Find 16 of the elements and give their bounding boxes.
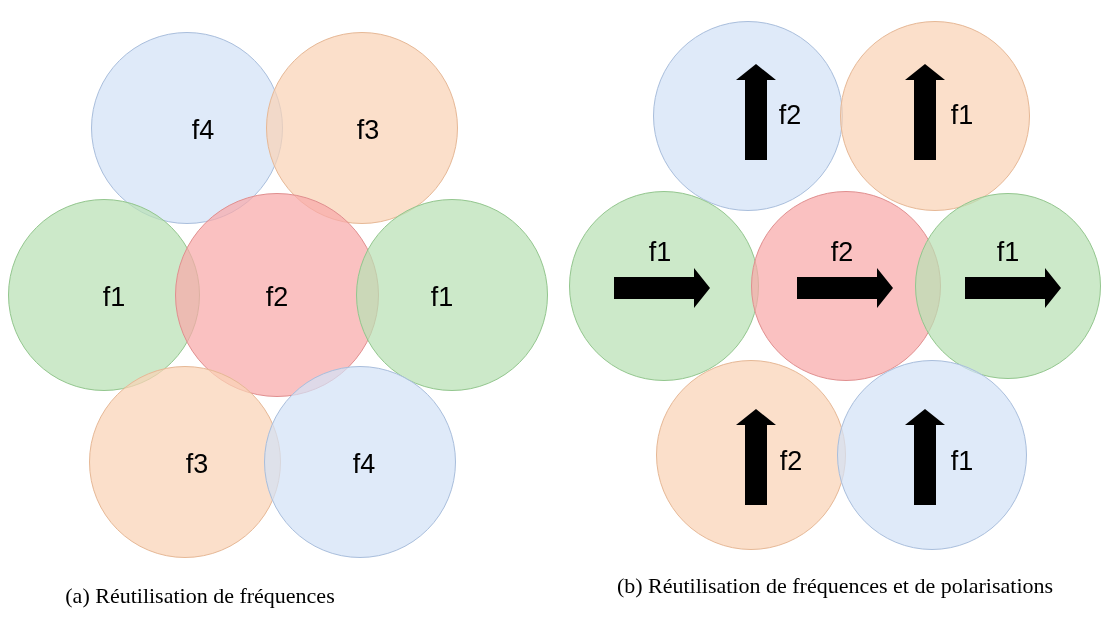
- subfigure-caption: (a) Réutilisation de fréquences: [64, 583, 336, 609]
- frequency-label: f3: [185, 448, 209, 480]
- frequency-label: f4: [191, 114, 215, 146]
- subfigure-caption: (b) Réutilisation de fréquences et de polarisations: [615, 573, 1055, 599]
- frequency-label: f1: [950, 99, 974, 131]
- frequency-label: f2: [830, 236, 854, 268]
- frequency-label: f1: [102, 281, 126, 313]
- frequency-label: f3: [356, 114, 380, 146]
- frequency-label: f1: [996, 236, 1020, 268]
- frequency-label: f1: [950, 445, 974, 477]
- frequency-label: f4: [352, 448, 376, 480]
- frequency-label: f2: [778, 99, 802, 131]
- frequency-label: f1: [648, 236, 672, 268]
- frequency-label: f1: [430, 281, 454, 313]
- frequency-label: f2: [779, 445, 803, 477]
- frequency-label: f2: [265, 281, 289, 313]
